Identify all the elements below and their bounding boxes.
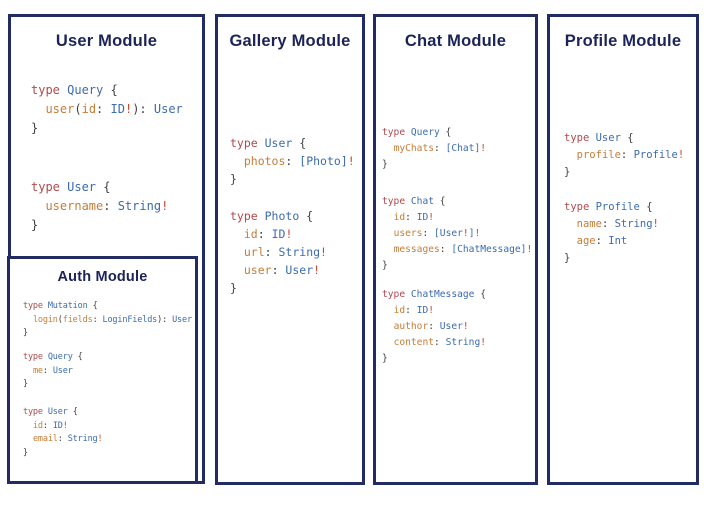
graphql-code-block: type Photo { id: ID! url: String! user: …	[230, 209, 327, 295]
graphql-code-block: type User { photos: [Photo]! }	[230, 136, 355, 186]
graphql-code-block: type User { profile: Profile! }	[564, 132, 685, 178]
panel-chat-module: Chat Module type Query { myChats: [Chat]…	[373, 14, 538, 485]
graphql-code-block: type User { username: String! }	[31, 180, 169, 232]
panel-gallery-module: Gallery Module type User { photos: [Phot…	[215, 14, 365, 485]
panel-auth-module: Auth Module type Mutation { login(fields…	[7, 256, 198, 484]
panel-title: Auth Module	[57, 269, 148, 285]
panel-profile-module: Profile Module type User { profile: Prof…	[547, 14, 699, 485]
panel-title: User Module	[55, 32, 158, 50]
panel-title: Chat Module	[404, 32, 507, 50]
graphql-code-block: type Query { myChats: [Chat]! }	[382, 127, 486, 170]
graphql-code-block: type ChatMessage { id: ID! author: User!…	[382, 289, 486, 364]
graphql-code-block: type Mutation { login(fields: LoginField…	[23, 301, 192, 338]
graphql-code-block: type User { id: ID! email: String! }	[23, 407, 103, 458]
graphql-code-block: type Query { me: User }	[23, 352, 83, 389]
graphql-code-block: type Chat { id: ID! users: [User!]! mess…	[382, 196, 533, 271]
panel-title: Gallery Module	[229, 32, 351, 50]
panel-title: Profile Module	[564, 32, 682, 50]
graphql-code-block: type Query { user(id: ID!): User }	[31, 83, 183, 135]
graphql-code-block: type Profile { name: String! age: Int }	[564, 201, 659, 264]
